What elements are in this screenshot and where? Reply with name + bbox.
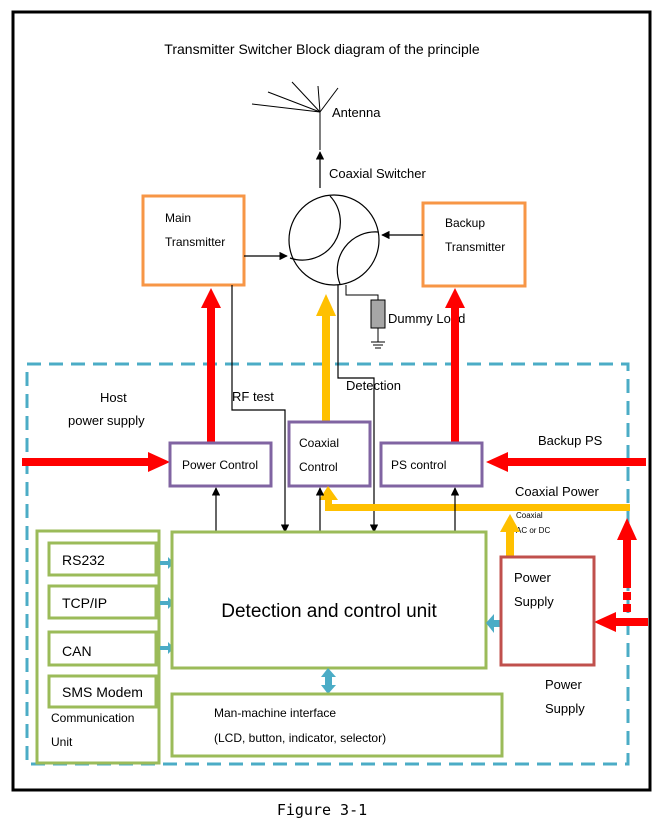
power-supply-external-label-2: Supply: [545, 701, 585, 716]
backup-transmitter-box: [421, 201, 527, 288]
mmi-label-2: (LCD, button, indicator, selector): [214, 731, 386, 745]
communication-unit-label-1: Communication: [51, 711, 134, 725]
tcpip-box: [47, 584, 158, 620]
main-transmitter-label-1: Main: [165, 211, 191, 225]
power-control-box: [168, 441, 273, 488]
rf-test-label: RF test: [232, 389, 274, 404]
coaxial-ac-label-1: Coaxial: [516, 511, 543, 520]
mmi-link-arrow: [321, 668, 336, 694]
backup-transmitter-label-1: Backup: [445, 216, 485, 230]
backup-transmitter-label-2: Transmitter: [445, 240, 505, 254]
communication-unit-label-2: Unit: [51, 735, 73, 749]
coaxial-power-up-arrow: [500, 514, 520, 556]
power-supply-label-1: Power: [514, 570, 552, 585]
host-ps-label-2: power supply: [68, 413, 145, 428]
tcpip-label: TCP/IP: [62, 595, 107, 611]
antenna-label: Antenna: [332, 105, 381, 120]
power-supply-to-unit-arrow: [486, 614, 503, 633]
host-ps-label-1: Host: [100, 390, 127, 405]
rs232-box: [47, 541, 158, 577]
detection-control-unit-label: Detection and control unit: [221, 601, 437, 622]
coaxial-control-label-1: Coaxial: [299, 436, 339, 450]
can-box: [47, 630, 158, 667]
man-machine-interface-box: [170, 692, 504, 758]
sms-modem-label: SMS Modem: [62, 684, 143, 700]
coaxial-control-up-arrow: [316, 294, 336, 422]
coaxial-control-box: [287, 420, 372, 488]
coaxial-power-label: Coaxial Power: [515, 484, 599, 499]
power-up-arrow-backup: [445, 288, 465, 442]
coaxial-power-line: [319, 486, 630, 511]
power-supply-label-2: Supply: [514, 594, 554, 609]
power-supply-box: [499, 555, 596, 667]
mmi-label-1: Man-machine interface: [214, 706, 336, 720]
dummy-load-label: Dummy Load: [388, 311, 465, 326]
coaxial-control-label-2: Control: [299, 460, 338, 474]
sms-modem-box: [47, 674, 158, 709]
ps-control-box: [379, 441, 484, 488]
main-transmitter-label-2: Transmitter: [165, 235, 225, 249]
rs232-label: RS232: [62, 552, 105, 568]
power-control-label: Power Control: [182, 458, 258, 472]
host-power-arrow: [22, 452, 170, 472]
detection-control-unit-box: [170, 530, 488, 670]
power-supply-external-label-1: Power: [545, 677, 583, 692]
outer-frame: [11, 10, 652, 792]
figure-caption: Figure 3-1: [277, 801, 367, 819]
coaxial-switcher-icon: [288, 151, 380, 286]
rf-test-line: [231, 285, 290, 533]
can-label: CAN: [62, 643, 92, 659]
ps-control-label: PS control: [391, 458, 446, 472]
dummy-load-icon: [345, 285, 386, 349]
antenna-icon: [251, 81, 339, 150]
power-up-arrow-main: [201, 288, 221, 442]
detection-label: Detection: [346, 378, 401, 393]
diagram-title: Transmitter Switcher Block diagram of th…: [164, 41, 480, 57]
backup-power-arrow: [486, 452, 646, 472]
backup-ps-label: Backup PS: [538, 433, 603, 448]
coaxial-switcher-label: Coaxial Switcher: [329, 166, 426, 181]
power-supply-red-arrow: [594, 518, 648, 632]
detection-line: [337, 285, 379, 533]
coaxial-ac-label-2: AC or DC: [516, 526, 550, 535]
main-transmitter-box: [141, 194, 246, 287]
